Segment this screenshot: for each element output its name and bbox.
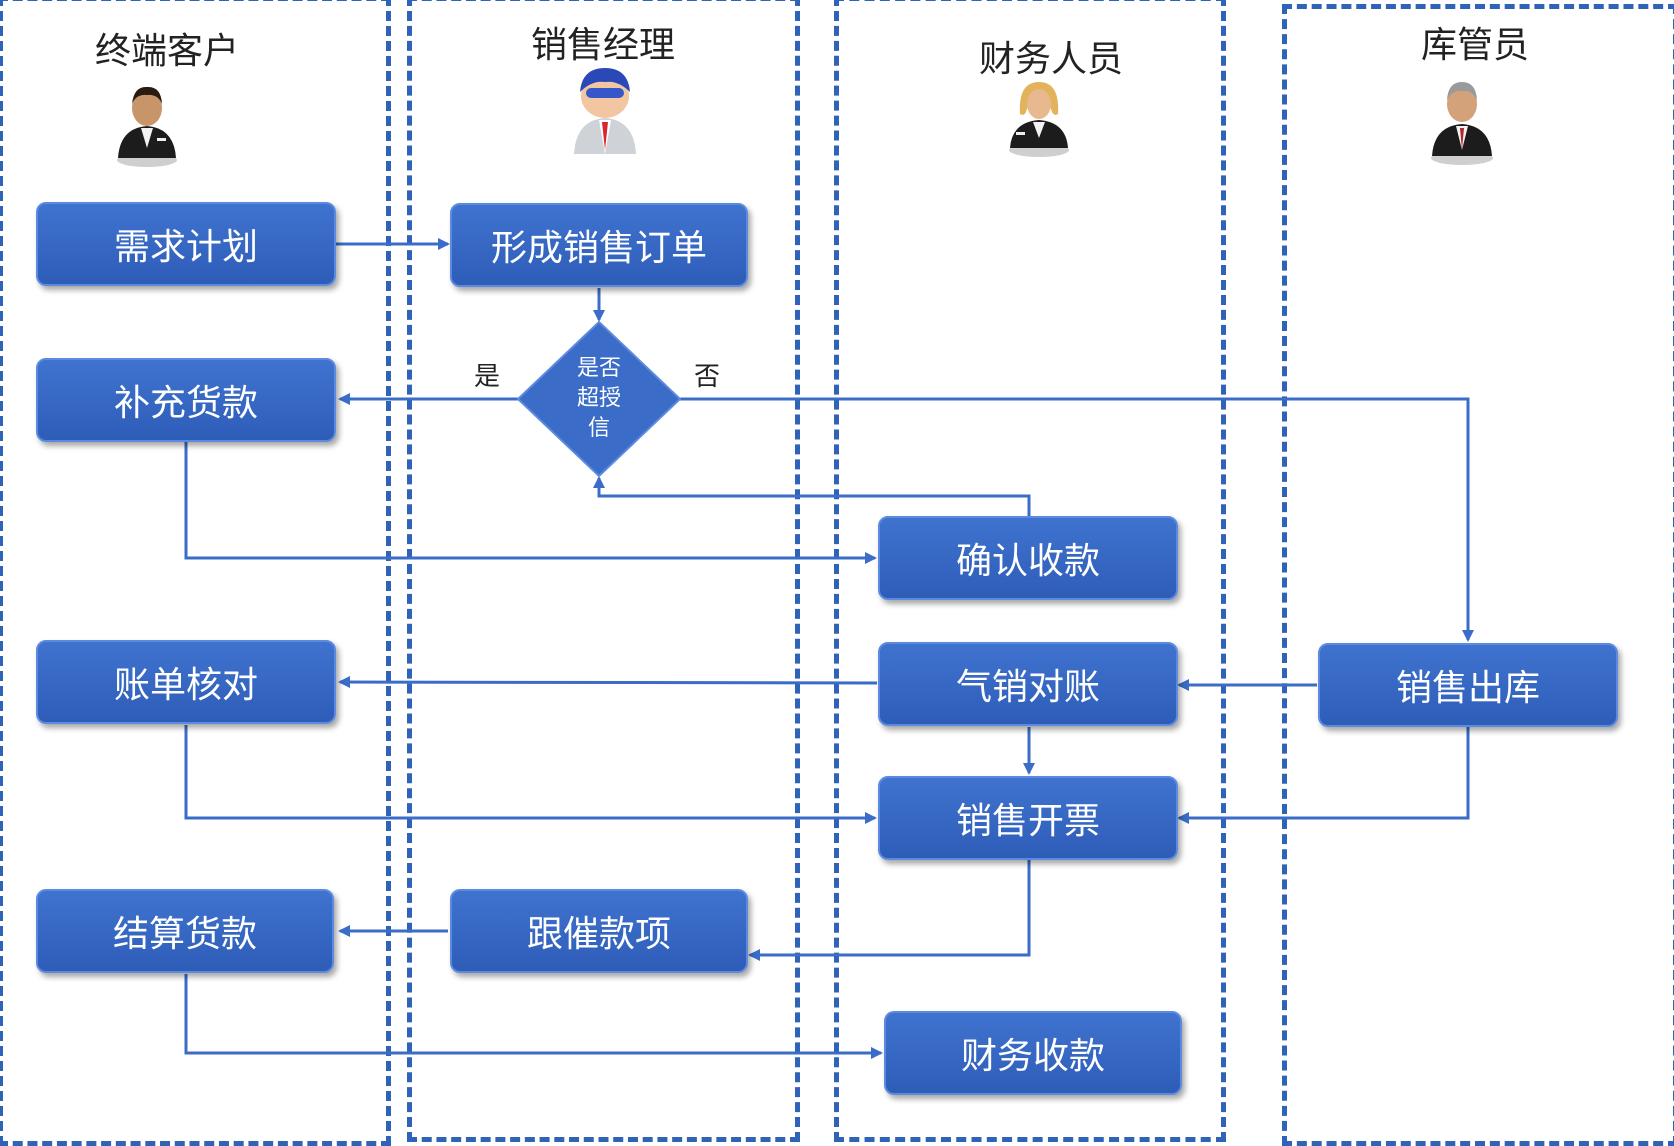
edge-label-yes: 是 <box>474 362 501 392</box>
node-consign-reconcile[interactable]: 气销对账 <box>878 642 1178 726</box>
lane-title-customer: 终端客户 <box>94 31 239 72</box>
lane-title-sales-manager: 销售经理 <box>530 25 675 66</box>
decision-label-line-1: 是否 <box>576 356 621 381</box>
node-demand-plan[interactable]: 需求计划 <box>36 202 336 286</box>
edge-reconcile-to-bill <box>338 676 878 689</box>
node-create-order[interactable]: 形成销售订单 <box>450 203 748 287</box>
decision-label[interactable]: 是否 超授 信 <box>539 354 659 444</box>
person-finance-icon <box>1009 82 1069 157</box>
node-settle-payment[interactable]: 结算货款 <box>36 889 334 973</box>
edge-bill-to-invoice <box>184 725 877 824</box>
decision-label-line-2: 超授 <box>576 386 621 411</box>
lane-finance <box>834 0 1226 1142</box>
node-bill-check[interactable]: 账单核对 <box>36 640 336 724</box>
node-confirm-receipt[interactable]: 确认收款 <box>878 516 1178 600</box>
decision-diamond <box>516 320 682 478</box>
node-sales-invoice[interactable]: 销售开票 <box>878 776 1178 860</box>
person-customer-icon <box>117 86 177 167</box>
node-finance-receipt[interactable]: 财务收款 <box>884 1011 1182 1095</box>
lane-title-finance: 财务人员 <box>978 39 1123 80</box>
decision-label-line-3: 信 <box>587 416 610 441</box>
edge-decision-no <box>680 397 1474 642</box>
node-sales-outbound[interactable]: 销售出库 <box>1318 643 1618 727</box>
edge-supplement-to-confirm <box>184 441 877 564</box>
lane-title-warehouse: 库管员 <box>1420 25 1529 66</box>
node-supplement-payment[interactable]: 补充货款 <box>36 358 336 442</box>
edge-settle-to-finance-receipt <box>184 974 883 1059</box>
edge-label-no: 否 <box>694 362 721 392</box>
person-warehouse-icon <box>1431 82 1493 165</box>
edge-confirm-to-decision <box>593 476 1031 516</box>
node-follow-up[interactable]: 跟催款项 <box>450 889 748 973</box>
edge-invoice-to-followup <box>748 860 1031 961</box>
edge-outbound-to-invoice <box>1177 727 1470 824</box>
person-sales-manager-icon <box>574 68 636 154</box>
lane-sales-manager <box>407 0 800 1142</box>
